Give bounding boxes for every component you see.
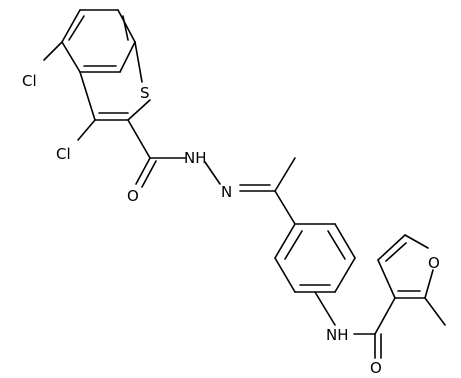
c3-cl-bond <box>77 119 96 141</box>
carbonyl-furan-bond <box>374 297 396 335</box>
furan-methyl-bond <box>424 297 446 326</box>
carbonyl-c-o-bond-2 <box>141 160 157 188</box>
carbonyl-c-o-bond-1 <box>135 157 151 185</box>
sulfur-label: S <box>140 84 150 102</box>
phenylene-ring <box>274 223 356 293</box>
amide-nh-label: NH <box>326 326 349 344</box>
furan-ring <box>377 234 434 299</box>
hydrazide-nh-label: NH <box>184 149 207 167</box>
methyl-bond <box>274 157 296 192</box>
thiophene-ring <box>79 41 151 121</box>
chlorine-label-1: Cl <box>22 72 37 90</box>
c-aryl-bond <box>274 190 296 225</box>
nh-n-bond <box>204 161 221 185</box>
c2-carbonyl-bond <box>127 119 151 159</box>
carbonyl-oxygen-label-1: O <box>127 187 139 205</box>
c4-cl-bond <box>43 41 63 61</box>
benzothiophene-benzene-ring <box>61 9 136 73</box>
imine-nitrogen-label: N <box>221 183 232 201</box>
aryl-nh-bond <box>314 291 336 326</box>
chlorine-label-2: Cl <box>56 145 71 163</box>
furan-oxygen-label: O <box>428 254 440 272</box>
carbonyl-oxygen-label-2: O <box>370 359 382 377</box>
